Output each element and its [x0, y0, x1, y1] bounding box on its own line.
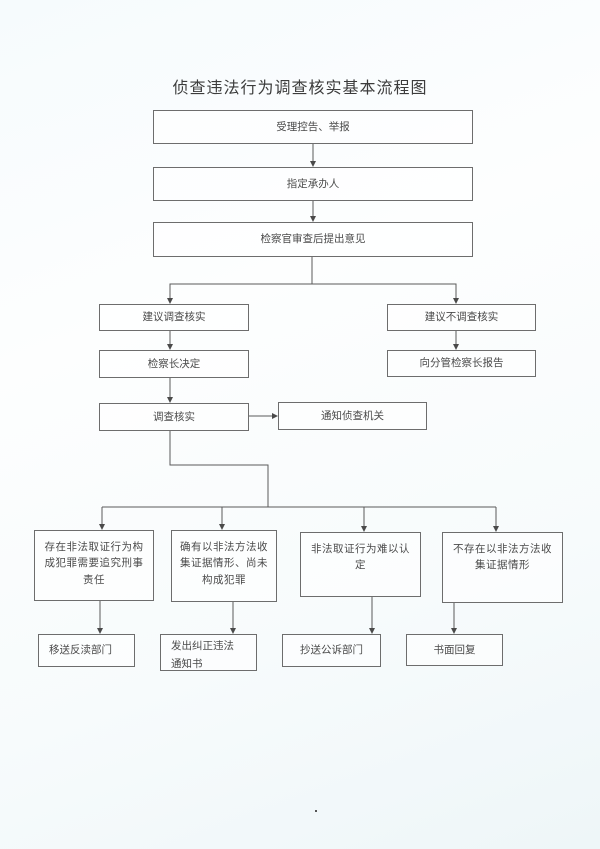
node-label: 建议不调查核实: [424, 311, 499, 324]
node-report-deputy-chief: 向分管检察长报告: [387, 350, 536, 377]
node-outcome-no-illegal: 不存在以非法方法收集证据情形: [442, 532, 563, 603]
node-label: 确有以非法方法收集证据情形、尚未构成犯罪: [180, 541, 268, 586]
node-label: 检察长决定: [147, 357, 201, 370]
node-label: 抄送公诉部门: [300, 644, 363, 657]
node-label: 向分管检察长报告: [419, 357, 504, 370]
node-label: 调查核实: [153, 410, 195, 423]
node-label: 受理控告、举报: [276, 120, 350, 133]
node-accept-complaint: 受理控告、举报: [153, 110, 473, 144]
node-action-correction-notice: 发出纠正违法通知书: [160, 634, 257, 671]
node-suggest-not-investigate: 建议不调查核实: [387, 304, 536, 331]
node-label: 发出纠正违法通知书: [171, 640, 234, 670]
node-outcome-crime: 存在非法取证行为构成犯罪需要追究刑事责任: [34, 530, 154, 601]
node-chief-decision: 检察长决定: [99, 350, 249, 378]
node-label: 建议调查核实: [142, 311, 206, 324]
node-action-written-reply: 书面回复: [406, 634, 503, 666]
node-action-copy-prosecution: 抄送公诉部门: [282, 634, 381, 667]
node-assign-handler: 指定承办人: [153, 167, 473, 201]
node-suggest-investigate: 建议调查核实: [99, 304, 249, 331]
node-prosecutor-review: 检察官审查后提出意见: [153, 222, 473, 257]
node-outcome-hard-to-determine: 非法取证行为难以认定: [300, 532, 421, 597]
node-label: 指定承办人: [286, 177, 340, 190]
node-label: 非法取证行为难以认定: [311, 543, 410, 572]
diagram-title: 侦查违法行为调查核实基本流程图: [172, 78, 428, 97]
scan-speck: [315, 810, 317, 812]
node-label: 通知侦查机关: [321, 409, 384, 422]
node-label: 移送反渎部门: [49, 644, 112, 657]
node-label: 存在非法取证行为构成犯罪需要追究刑事责任: [44, 541, 144, 586]
node-label: 不存在以非法方法收集证据情形: [453, 543, 552, 572]
node-label: 书面回复: [433, 643, 476, 656]
node-investigate-verify: 调查核实: [99, 403, 249, 431]
node-outcome-illegal-no-crime: 确有以非法方法收集证据情形、尚未构成犯罪: [171, 530, 277, 602]
node-label: 检察官审查后提出意见: [260, 233, 366, 246]
node-notify-investigation-agency: 通知侦查机关: [278, 402, 427, 430]
node-action-transfer: 移送反渎部门: [38, 634, 135, 667]
